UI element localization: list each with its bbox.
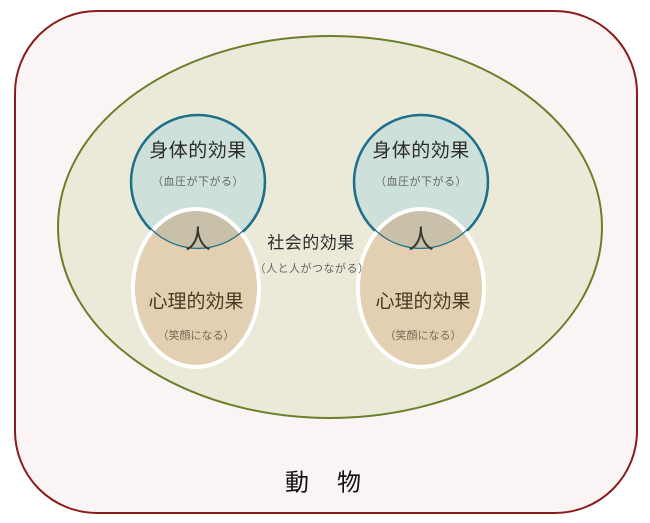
person-label-left: 人: [184, 225, 212, 256]
psychological-effect-title-left: 心理的効果: [148, 290, 244, 313]
social-effect-title: 社会的効果: [267, 233, 355, 254]
physical-circle-lower-arc-right: [354, 181, 488, 249]
physical-circle-lower-arc-left: [131, 181, 265, 249]
person-label-right: 人: [407, 225, 435, 256]
psychological-effect-ellipse-left: [131, 207, 261, 369]
physical-effect-subtitle-left: （血圧が下がる）: [152, 175, 244, 188]
physical-effect-title-right: 身体的効果: [372, 139, 470, 162]
animal-label: 動物: [285, 468, 389, 497]
social-effect-subtitle: （人と人がつながる）: [254, 262, 370, 275]
psychological-effect-subtitle-left: （笑顔になる）: [157, 329, 235, 342]
psychological-effect-ellipse-right: [356, 207, 486, 369]
social-effect-ellipse: [57, 35, 603, 419]
physical-effect-title-left: 身体的効果: [149, 139, 247, 162]
psychological-effect-title-right: 心理的効果: [375, 290, 471, 313]
psychological-effect-subtitle-right: （笑顔になる）: [384, 329, 462, 342]
physical-effect-subtitle-right: （血圧が下がる）: [375, 175, 467, 188]
